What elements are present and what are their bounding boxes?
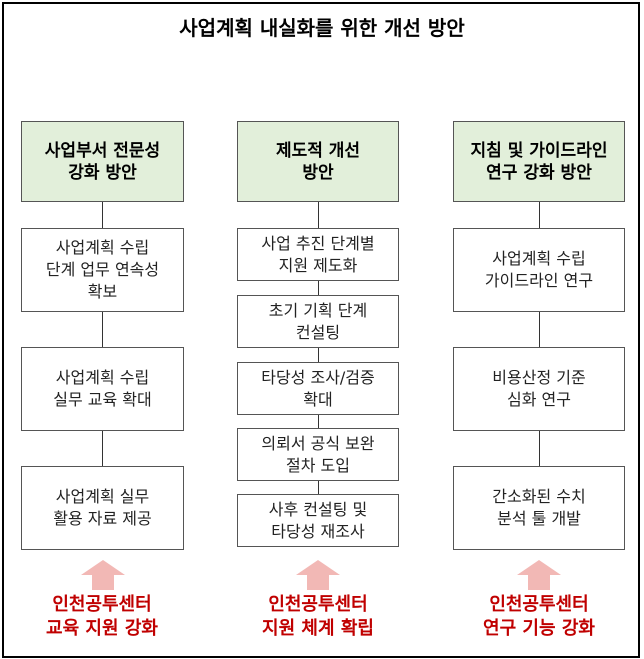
result-text-3: 인천공투센터 연구 기능 강화: [483, 594, 595, 639]
up-arrow-icon: [296, 560, 340, 590]
item-box: 사업계획 수립 실무 교육 확대: [21, 347, 184, 431]
up-arrow-icon: [517, 560, 561, 590]
item-box: 사업계획 수립 단계 업무 연속성 확보: [21, 228, 184, 312]
column-header-1: 사업부서 전문성 강화 방안: [21, 121, 184, 202]
item-box: 의뢰서 공식 보완 절차 도입: [237, 428, 399, 481]
item-box: 사업 추진 단계별 지원 제도화: [237, 228, 399, 281]
result-text-2: 인천공투센터 지원 체계 확립: [262, 594, 374, 639]
column-header-3: 지침 및 가이드라인 연구 강화 방안: [453, 121, 625, 202]
result-text-1: 인천공투센터 교육 지원 강화: [46, 594, 158, 639]
item-box: 간소화된 수치 분석 툴 개발: [453, 466, 625, 550]
connector-line: [539, 201, 540, 466]
connector-line: [318, 201, 319, 495]
item-box: 초기 기획 단계 컨설팅: [237, 295, 399, 348]
connector-line: [102, 201, 103, 466]
diagram-title: 사업계획 내실화를 위한 개선 방안: [179, 16, 465, 40]
item-box: 사업계획 실무 활용 자료 제공: [21, 466, 184, 550]
up-arrow-icon: [81, 560, 125, 590]
item-box: 사후 컨설팅 및 타당성 재조사: [237, 494, 399, 547]
column-header-2: 제도적 개선 방안: [237, 121, 399, 202]
item-box: 타당성 조사/검증 확대: [237, 362, 399, 415]
item-box: 비용산정 기준 심화 연구: [453, 347, 625, 431]
item-box: 사업계획 수립 가이드라인 연구: [453, 228, 625, 312]
